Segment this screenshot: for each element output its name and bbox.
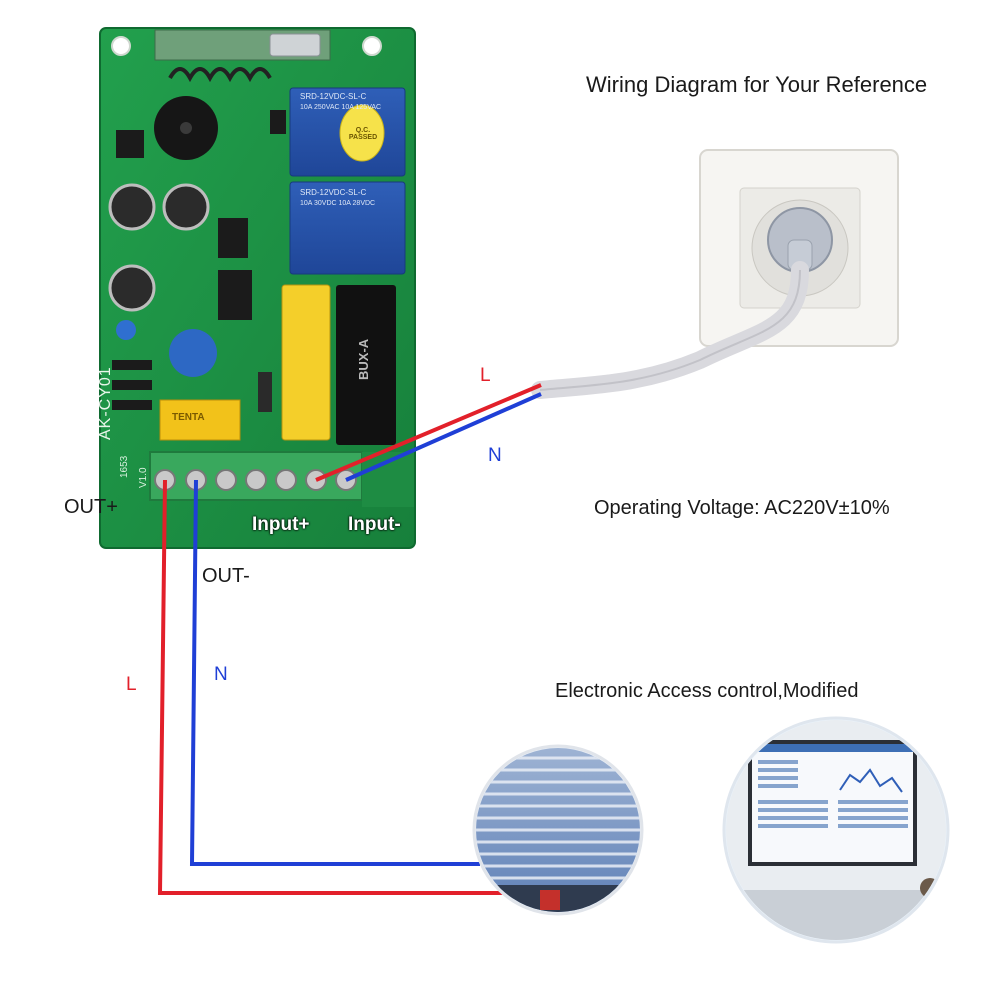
ic-chip-icon bbox=[218, 270, 252, 320]
antenna-coil-icon bbox=[168, 67, 272, 83]
x2-capacitor-icon bbox=[281, 284, 331, 441]
black-cap-label: BUX-A bbox=[356, 338, 371, 380]
relay-2-rating: 10A 30VDC 10A 28VDC bbox=[300, 200, 376, 207]
qc-passed-label: Q.C. PASSED bbox=[348, 127, 378, 141]
tenta-label: TENTA bbox=[172, 412, 205, 423]
board-version-label: V1.0 bbox=[138, 467, 149, 488]
mounting-hole-icon bbox=[111, 36, 131, 56]
qc-passed-sticker-icon bbox=[339, 104, 385, 162]
capacitor-icon bbox=[108, 183, 156, 231]
wires bbox=[157, 383, 542, 895]
wall-socket-icon bbox=[699, 149, 899, 347]
tenta-capacitor-icon bbox=[159, 399, 241, 441]
black-capacitor-icon bbox=[336, 285, 396, 445]
board-model-label: AK-CY01 bbox=[97, 366, 114, 440]
out-plus-label: OUT+ bbox=[64, 496, 118, 518]
relay-1-label: SRD-12VDC-SL-C bbox=[300, 92, 367, 101]
screw-icon bbox=[215, 469, 237, 491]
roller-shutter-icon bbox=[472, 744, 644, 916]
capacitor-icon bbox=[162, 183, 210, 231]
relay-2-icon bbox=[289, 181, 406, 275]
pcb-board bbox=[99, 27, 416, 549]
board-code-label: 1653 bbox=[119, 455, 130, 478]
supply-neutral-label: N bbox=[488, 445, 502, 466]
supply-live-wire bbox=[315, 383, 542, 482]
input-plus-label: Input+ bbox=[252, 514, 310, 535]
load-caption: Electronic Access control,Modified bbox=[555, 680, 859, 702]
load-neutral-wire bbox=[189, 479, 480, 866]
mounting-hole-icon bbox=[362, 36, 382, 56]
load-neutral-label: N bbox=[214, 664, 228, 685]
page-title: Wiring Diagram for Your Reference bbox=[586, 72, 928, 97]
relay-1-rating: 10A 250VAC 10A 125VAC bbox=[300, 104, 382, 111]
supply-live-label: L bbox=[480, 365, 491, 386]
monitor-screen-icon bbox=[722, 716, 950, 944]
supply-neutral-wire bbox=[345, 392, 542, 482]
load-live-wire bbox=[157, 479, 512, 895]
operating-voltage-text: Operating Voltage: AC220V±10% bbox=[594, 497, 890, 519]
capacitor-icon bbox=[108, 264, 156, 312]
screw-icon bbox=[245, 469, 267, 491]
screw-icon bbox=[275, 469, 297, 491]
load-live-label: L bbox=[126, 674, 137, 695]
relay-2-label: SRD-12VDC-SL-C bbox=[300, 188, 367, 197]
varistor-icon bbox=[169, 329, 217, 377]
out-minus-label: OUT- bbox=[202, 565, 250, 587]
input-minus-label: Input- bbox=[348, 514, 401, 535]
